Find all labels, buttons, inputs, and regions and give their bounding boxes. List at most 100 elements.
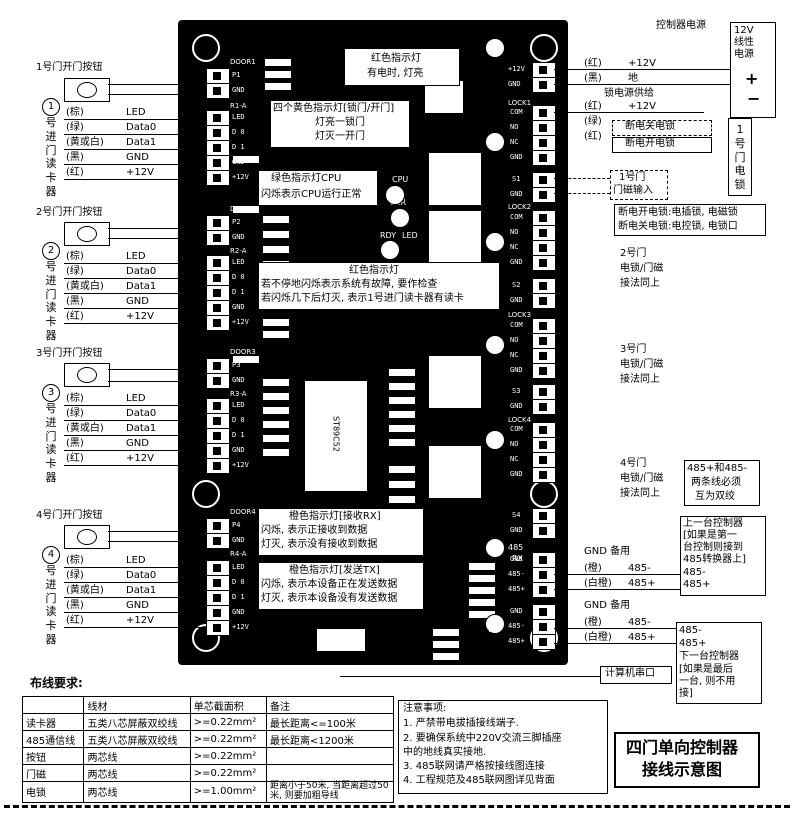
wire — [554, 193, 610, 194]
note-line: 断电开电锁:电插锁, 电磁锁 — [618, 207, 738, 218]
pin-label: S4 — [512, 511, 521, 519]
door2-note: 2号门 — [620, 248, 647, 259]
pin-label: +12V — [232, 623, 249, 631]
err-led — [390, 208, 410, 228]
wire — [64, 134, 206, 135]
wiring-table-wrap: 线材 单芯截面积 备注 读卡器 五类八芯屏蔽双绞线 >=0.22mm² 最长距离… — [21, 696, 394, 803]
wire-color: (黄或白) — [66, 423, 104, 434]
resistor — [388, 438, 416, 447]
pin-label: LED — [232, 563, 245, 571]
pin-label: GND — [510, 258, 523, 266]
cpu-led-note: 绿色指示灯CPU 闪烁表示CPU运行正常 — [258, 170, 378, 206]
table-cell: 距离小于50米, 当距离超过50米, 则要加粗导线 — [266, 781, 394, 803]
wire — [64, 567, 206, 568]
title-box: 四门单向控制器 接线示意图 — [614, 732, 760, 788]
wire-color: (黑) — [66, 438, 84, 449]
note-line: 橙色指示灯[发送TX] — [289, 565, 380, 576]
wire-signal: Data1 — [126, 423, 157, 434]
table-cell: 两芯线 — [83, 747, 191, 765]
table-cell: 两芯线 — [83, 781, 191, 803]
door2-label: DOOR2 — [230, 205, 256, 213]
lock-led-3 — [485, 335, 505, 355]
mcu-chip: ST89C52 — [304, 380, 368, 492]
wire — [64, 582, 206, 583]
sensor4-terminal — [532, 508, 556, 539]
wire-color: (橙) — [584, 617, 602, 628]
wire — [64, 465, 206, 466]
wire — [554, 69, 730, 70]
wire-signal: GND — [126, 296, 149, 307]
note-line: 485+和485- — [687, 463, 748, 474]
reader4-terminal — [206, 560, 230, 636]
wire — [64, 323, 206, 324]
door4-button-terminal — [206, 518, 230, 549]
wire — [64, 612, 206, 613]
diagram-title: 四门单向控制器 — [626, 738, 739, 757]
notes-title: 注意事项: — [403, 703, 447, 714]
wire — [64, 450, 206, 451]
pin-label: GND — [510, 470, 523, 478]
wire — [554, 628, 676, 629]
rs485-out-terminal — [532, 604, 556, 650]
wire — [64, 179, 206, 180]
wire-color: (绿) — [66, 570, 84, 581]
door1-button-terminal — [206, 68, 230, 99]
resistor — [388, 480, 416, 489]
wire — [64, 119, 206, 120]
resistor — [262, 392, 290, 401]
box-line: 485+ — [683, 579, 711, 590]
resistor — [432, 628, 460, 637]
wire-signal: LED — [126, 251, 146, 262]
pin-label: +12V — [508, 65, 525, 73]
table-cell: >=0.22mm² — [189, 764, 268, 782]
lock-off-box: 断电关电锁 — [612, 120, 712, 136]
table-cell: 读卡器 — [21, 713, 85, 731]
wire-signal: +12V — [126, 167, 154, 178]
pin-label: GND — [508, 80, 521, 88]
wire — [64, 627, 206, 628]
rx-label: RX — [512, 554, 524, 563]
lock-led-1 — [485, 132, 505, 152]
wire — [64, 278, 206, 279]
wire — [340, 676, 600, 677]
pin-label: GND — [232, 303, 245, 311]
pin-label: D 0 — [232, 273, 245, 281]
lock3-label: LOCK3 — [508, 311, 532, 319]
table-cell: 线材 — [83, 696, 191, 714]
rs485-in-terminal — [532, 552, 556, 598]
notes-box: 注意事项: 1. 严禁带电拔插接线端子. 2. 要确保系统中220V交流三脚插座… — [398, 700, 608, 794]
wire-signal: GND — [126, 152, 149, 163]
door3-note: 3号门 — [620, 344, 647, 355]
pin-label: S1 — [512, 175, 521, 183]
door2-reader-number: 2 — [42, 242, 60, 260]
resistor — [262, 378, 290, 387]
table-cell: 单芯截面积 — [189, 696, 268, 714]
table-cell: 最长距离<=100米 — [266, 713, 394, 731]
box-line: 接] — [679, 688, 693, 699]
wire-color: (绿) — [584, 116, 602, 127]
wire — [108, 381, 206, 382]
pin-label: 485- — [508, 622, 525, 630]
resistor — [262, 406, 290, 415]
table-cell: 备注 — [266, 696, 394, 714]
wire-color: (棕) — [66, 107, 84, 118]
lower-controller-box: 485- 485+ 下一台控制器 [如果是最后 一台, 则不用 接] — [676, 622, 762, 704]
wire — [64, 308, 206, 309]
relay-4 — [428, 445, 482, 499]
wire — [108, 228, 206, 229]
resistor — [468, 574, 496, 583]
resistor — [468, 586, 496, 595]
pin-label: GND — [510, 607, 523, 615]
resistor — [388, 465, 416, 474]
resistor — [388, 396, 416, 405]
wire-signal: GND — [126, 438, 149, 449]
lock4-label: LOCK4 — [508, 416, 532, 424]
wire-color: (黑) — [66, 296, 84, 307]
wire-color: (棕) — [66, 555, 84, 566]
box-line: 485转换器上] — [683, 554, 746, 565]
wire-signal: Data0 — [126, 122, 157, 133]
note-line: 红色指示灯 — [349, 265, 399, 276]
pc-serial-label: 计算机串口 — [605, 668, 655, 679]
box-line: 一台, 则不用 — [679, 676, 736, 687]
wire — [554, 112, 704, 113]
